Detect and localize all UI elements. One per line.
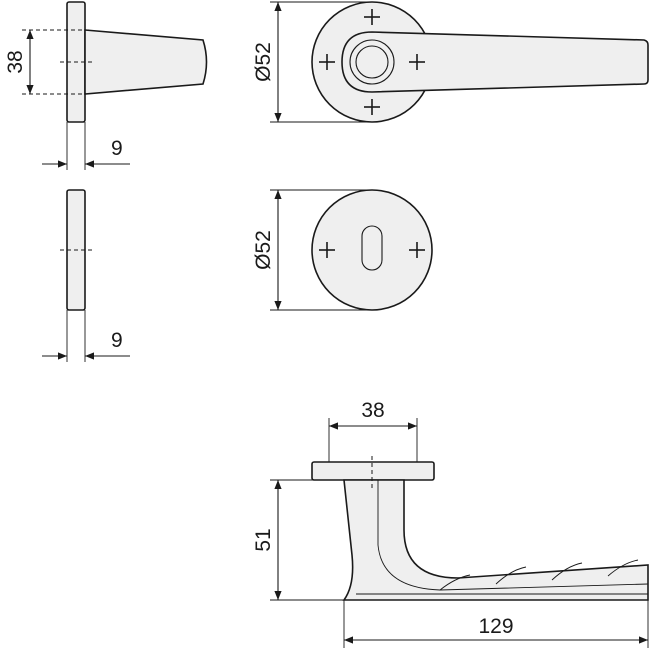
screw-mark-left <box>319 242 335 258</box>
lever-neck-side <box>84 29 208 95</box>
escutcheon-front-view: Ø52 <box>252 189 433 311</box>
rose-thickness-label: 9 <box>111 137 123 160</box>
escutcheon-side-view: 9 <box>42 189 130 362</box>
lever-handle-body <box>342 479 649 601</box>
escutcheon-diameter-label: Ø52 <box>252 230 275 270</box>
handle-height-label: 51 <box>252 528 275 551</box>
rose-height-label: 38 <box>4 50 27 73</box>
lever-arm-front <box>341 31 649 93</box>
screw-mark-right <box>409 54 425 70</box>
rose-side-view: 38 9 <box>4 1 208 170</box>
lever-grip-grooves <box>439 559 639 591</box>
screw-mark-top <box>364 9 380 25</box>
lever-neck-inner-ring <box>355 45 389 79</box>
rose-front-view: Ø52 <box>252 1 649 123</box>
lever-neck-outer-ring <box>349 39 395 85</box>
screw-mark-left <box>319 54 335 70</box>
screw-mark-right <box>409 242 425 258</box>
handle-length-label: 129 <box>478 615 513 638</box>
rose-diameter-label: Ø52 <box>252 42 275 82</box>
keyhole-slot <box>361 225 383 271</box>
lever-profile-view: 38 51 129 <box>252 399 649 648</box>
escutcheon-thickness-label: 9 <box>111 329 123 352</box>
lever-rose-plate <box>311 461 435 481</box>
neck-width-label: 38 <box>361 399 384 422</box>
lever-inner-contour <box>377 480 649 591</box>
screw-mark-bottom <box>364 99 380 115</box>
